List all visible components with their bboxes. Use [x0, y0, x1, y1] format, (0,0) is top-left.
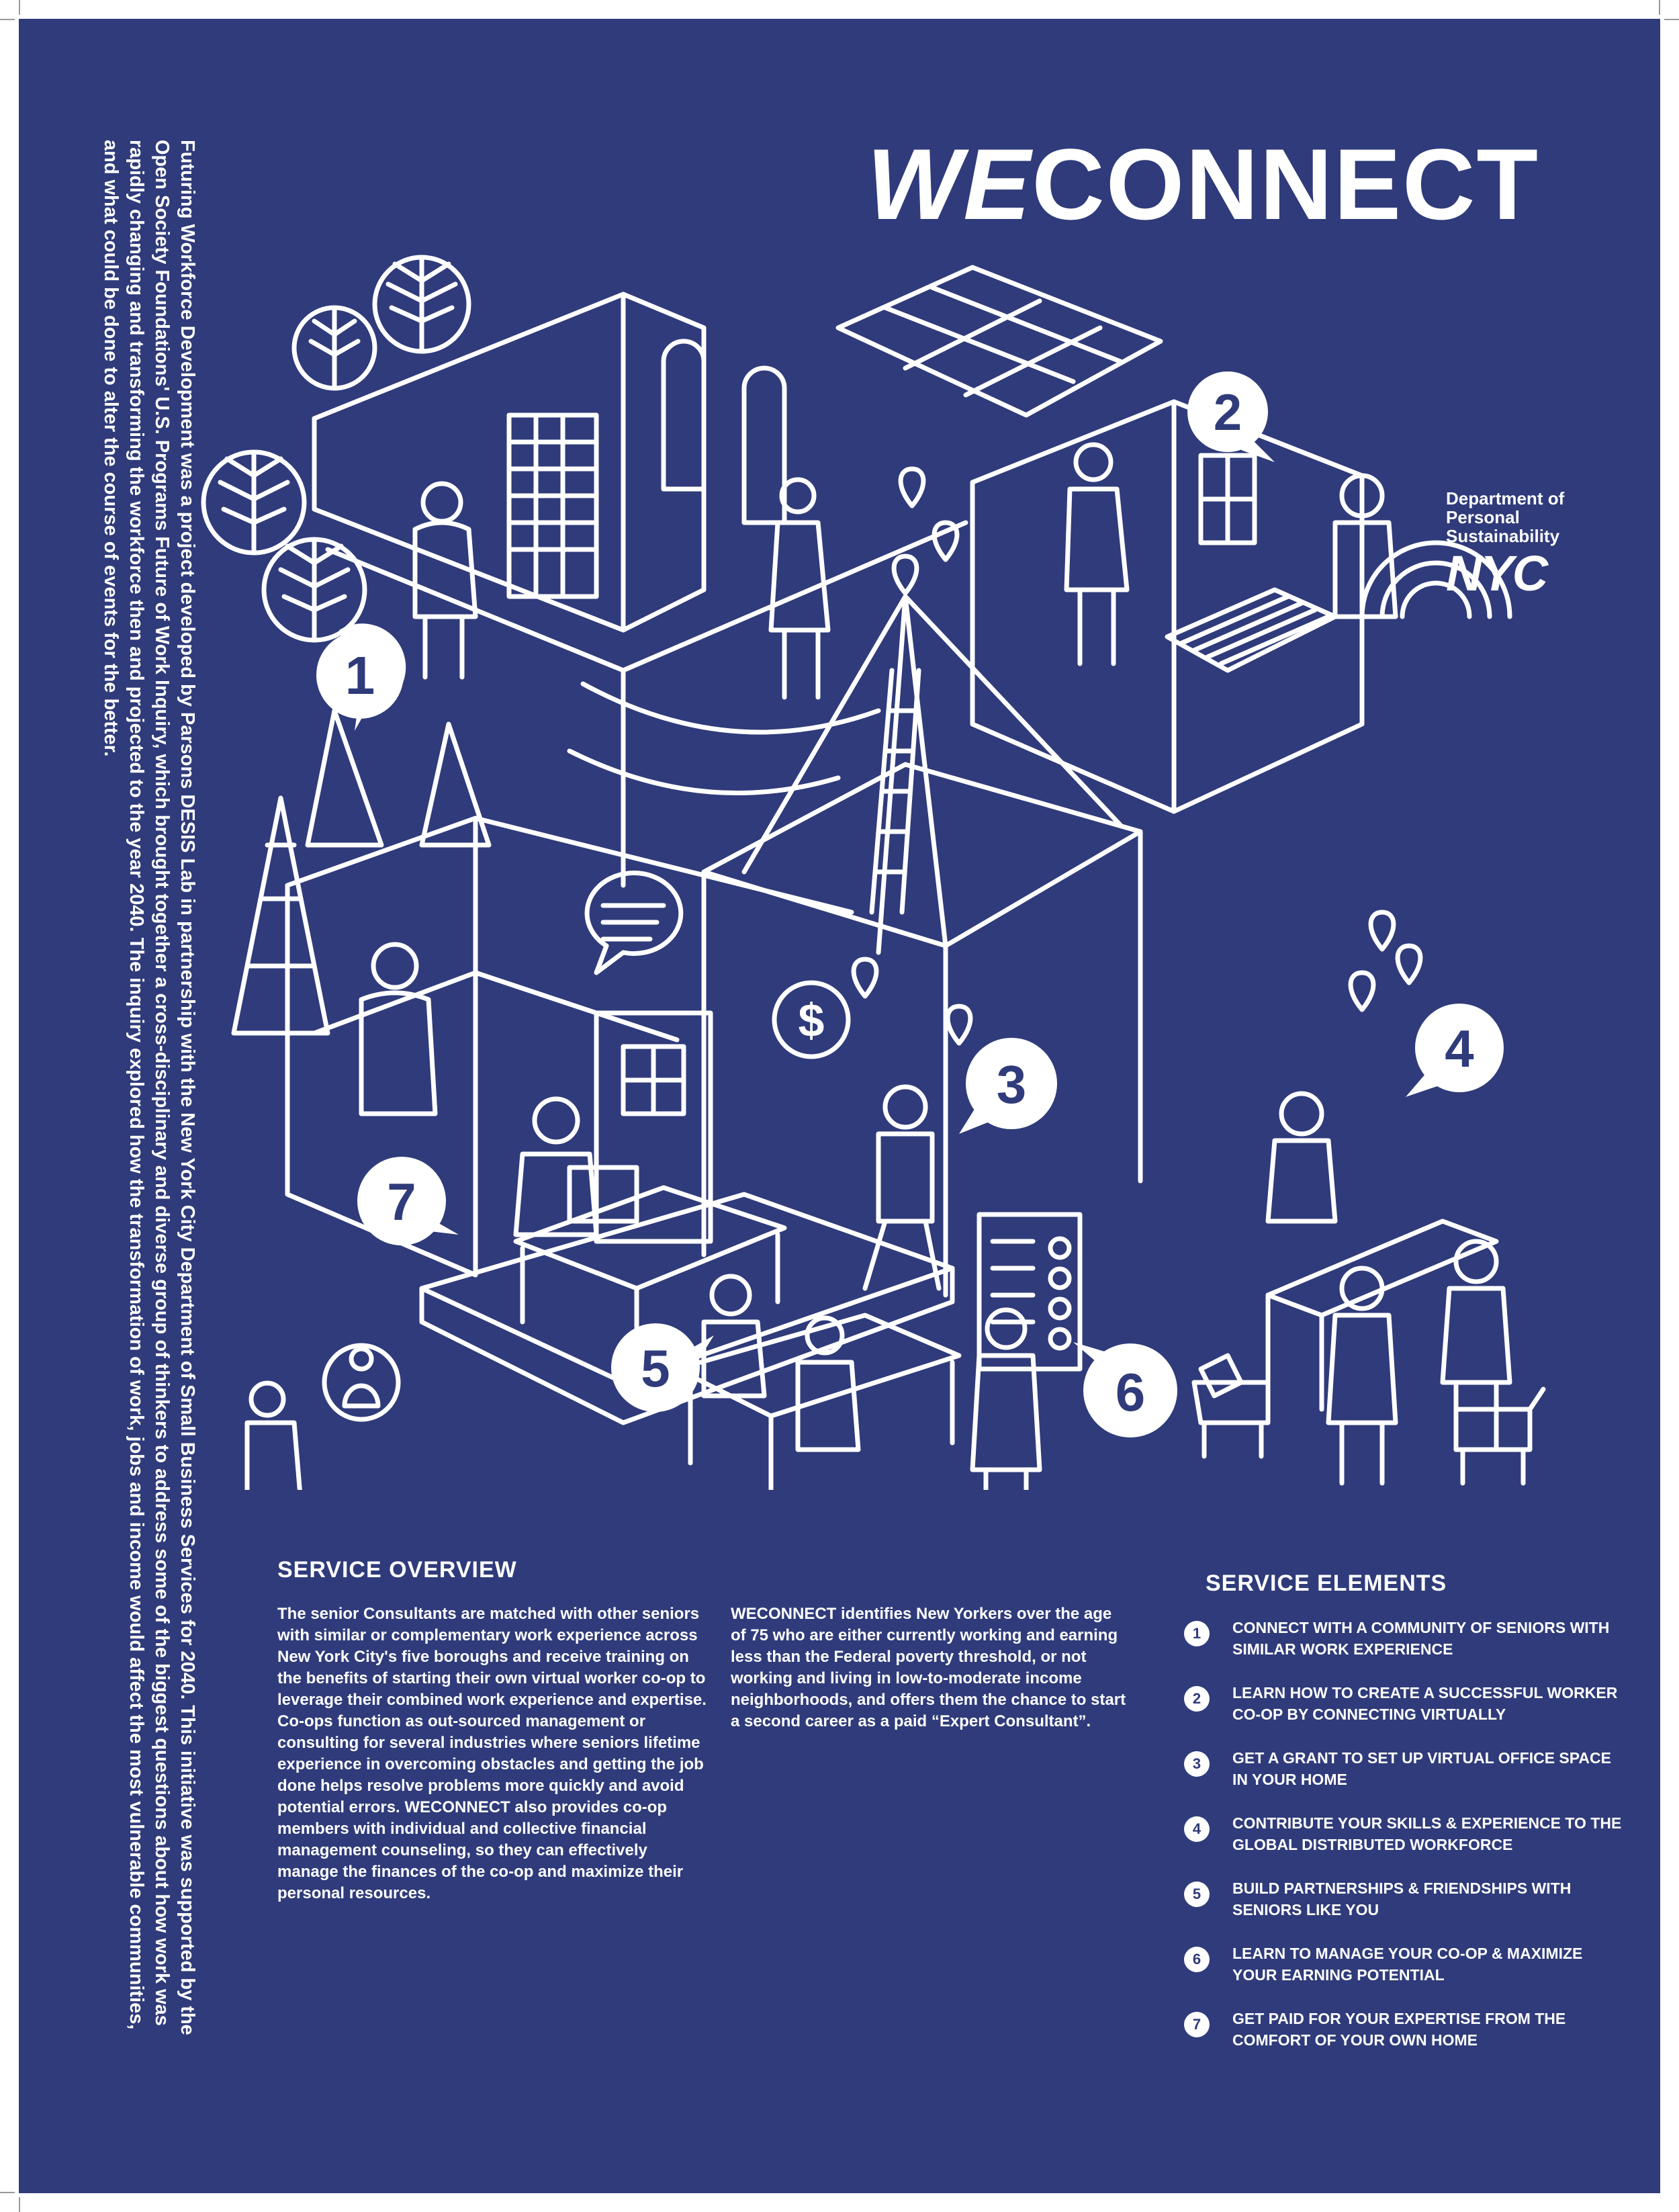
list-item-text: BUILD PARTNERSHIPS & FRIENDSHIPS WITH SE… [1232, 1879, 1572, 1918]
svg-text:7: 7 [387, 1172, 416, 1231]
marker-2: 2 [1187, 371, 1275, 462]
marker-6: 6 [1073, 1342, 1177, 1437]
person-figure [244, 1343, 401, 1490]
identifies-block: . WECONNECT identifies New Yorkers over … [731, 1557, 1127, 1732]
crop-mark [19, 2197, 20, 2212]
sidebar-text: Futuring Workforce Development was a pro… [100, 140, 198, 2035]
crop-mark [1659, 0, 1660, 15]
service-elements-heading: SERVICE ELEMENTS [1206, 1570, 1447, 1596]
svg-text:6: 6 [1116, 1362, 1146, 1422]
person-figure [1265, 1091, 1338, 1224]
tree-icon [261, 537, 367, 643]
service-overview: SERVICE OVERVIEW The senior Consultants … [277, 1557, 707, 1904]
number-badge: 7 [1184, 2012, 1210, 2037]
number-badge: 1 [1184, 1621, 1210, 1646]
svg-text:$: $ [799, 994, 825, 1047]
agency-logo: Department of Personal Sustainability NY… [1446, 488, 1565, 599]
dog-icon [1453, 1386, 1546, 1486]
list-item: 3 GET A GRANT TO SET UP VIRTUAL OFFICE SP… [1184, 1747, 1614, 1812]
list-item-text: GET A GRANT TO SET UP VIRTUAL OFFICE SPA… [1232, 1749, 1611, 1788]
list-item-text: LEARN TO MANAGE YOUR CO-OP & MAXIMIZE YO… [1232, 1945, 1583, 1984]
person-figure [1440, 1239, 1512, 1452]
number-badge: 5 [1184, 1882, 1210, 1907]
service-elements-list: 1 CONNECT WITH A COMMUNITY OF SENIORS WIT… [1184, 1617, 1621, 2073]
marker-5: 5 [611, 1323, 714, 1412]
list-item-text: CONNECT WITH A COMMUNITY OF SENIORS WITH… [1232, 1619, 1610, 1658]
agency-line-1: Department of [1446, 488, 1565, 508]
identifies-body: WECONNECT identifies New Yorkers over th… [731, 1605, 1126, 1730]
dog-icon [1191, 1353, 1271, 1459]
isometric-illustration: $ [201, 255, 1546, 1490]
svg-text:1: 1 [345, 646, 375, 705]
list-item-text: LEARN HOW TO CREATE A SUCCESSFUL WORKER … [1232, 1684, 1618, 1723]
map-pin-icon [851, 466, 1423, 1046]
chat-bubble-icon [584, 871, 684, 975]
crop-mark [0, 2192, 15, 2193]
agency-line-3: Sustainability [1446, 526, 1560, 546]
tree-icon [291, 305, 377, 391]
dollar-bubble-icon: $ [772, 980, 851, 1059]
number-badge: 3 [1184, 1751, 1210, 1777]
person-figure [795, 1315, 861, 1452]
poster-title: WECONNECT [867, 126, 1539, 242]
service-overview-body: The senior Consultants are matched with … [277, 1605, 707, 1902]
person-figure [970, 1307, 1042, 1490]
number-badge: 2 [1184, 1686, 1210, 1712]
person-figure [768, 477, 831, 700]
svg-text:2: 2 [1214, 384, 1242, 441]
svg-text:4: 4 [1445, 1019, 1473, 1078]
person-figure [1064, 442, 1130, 666]
number-badge: 4 [1184, 1816, 1210, 1842]
service-elements: SERVICE ELEMENTS 1 CONNECT WITH A COMMUNI… [1184, 1570, 1621, 2073]
crop-mark [19, 0, 20, 15]
crop-mark [1664, 19, 1679, 20]
title-suffix: CONNECT [1032, 128, 1539, 240]
agency-line-2: Personal [1446, 507, 1520, 527]
svg-text:5: 5 [641, 1339, 670, 1398]
poster: WECONNECT Futuring Workforce Development… [19, 19, 1660, 2193]
crop-mark [0, 19, 15, 20]
marker-4: 4 [1406, 1004, 1504, 1097]
person-figure [701, 1274, 767, 1399]
marker-3: 3 [959, 1038, 1057, 1134]
list-item: 4 CONTRIBUTE YOUR SKILLS & EXPERIENCE TO … [1184, 1812, 1621, 1877]
list-item-text: CONTRIBUTE YOUR SKILLS & EXPERIENCE TO T… [1232, 1814, 1622, 1853]
svg-text:3: 3 [997, 1055, 1027, 1114]
tree-icon [201, 449, 307, 556]
title-prefix: WE [866, 128, 1032, 240]
list-item: 1 CONNECT WITH A COMMUNITY OF SENIORS WIT… [1184, 1617, 1614, 1682]
person-figure [513, 1096, 599, 1237]
service-overview-heading: SERVICE OVERVIEW [277, 1557, 517, 1583]
marker-7: 7 [357, 1157, 459, 1245]
person-figure [1332, 473, 1398, 619]
person-figure [1326, 1266, 1398, 1486]
person-figure [412, 481, 478, 680]
person-figure [359, 942, 438, 1116]
marker-1: 1 [316, 623, 406, 731]
list-item-text: GET PAID FOR YOUR EXPERTISE FROM THE COM… [1232, 2010, 1566, 2049]
list-item: 6 LEARN TO MANAGE YOUR CO-OP & MAXIMIZE Y… [1184, 1943, 1614, 2008]
number-badge: 6 [1184, 1947, 1210, 1972]
tree-icon [372, 255, 471, 354]
list-item: 7 GET PAID FOR YOUR EXPERTISE FROM THE CO… [1184, 2008, 1614, 2073]
person-figure [862, 1084, 942, 1291]
list-item: 2 LEARN HOW TO CREATE A SUCCESSFUL WORKER… [1184, 1682, 1617, 1747]
list-item: 5 BUILD PARTNERSHIPS & FRIENDSHIPS WITH S… [1184, 1877, 1614, 1943]
sidebar: Futuring Workforce Development was a pro… [99, 140, 200, 2047]
